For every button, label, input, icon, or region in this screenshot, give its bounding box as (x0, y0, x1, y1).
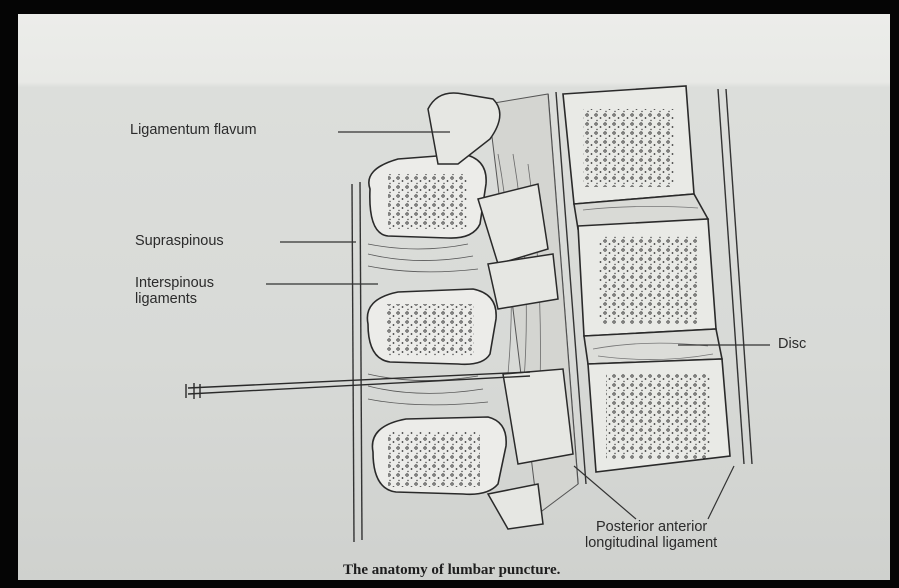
label-longitudinal-line2: longitudinal ligament (585, 535, 717, 551)
leader-posterior (574, 466, 636, 519)
label-ligamentum-flavum: Ligamentum flavum (130, 122, 257, 138)
label-longitudinal-line1: Posterior anterior (596, 519, 707, 535)
spinal-needle (186, 372, 530, 399)
leader-anterior (708, 466, 734, 519)
label-interspinous-line1: Interspinous (135, 275, 214, 291)
figure-caption: The anatomy of lumbar puncture. (343, 562, 560, 579)
vertebral-bodies (563, 86, 730, 472)
supraspinous-ligament (352, 182, 362, 542)
figure-frame: Ligamentum flavum Supraspinous Interspin… (18, 14, 890, 580)
label-interspinous-line2: ligaments (135, 291, 197, 307)
label-disc: Disc (778, 336, 806, 352)
label-supraspinous: Supraspinous (135, 233, 224, 249)
